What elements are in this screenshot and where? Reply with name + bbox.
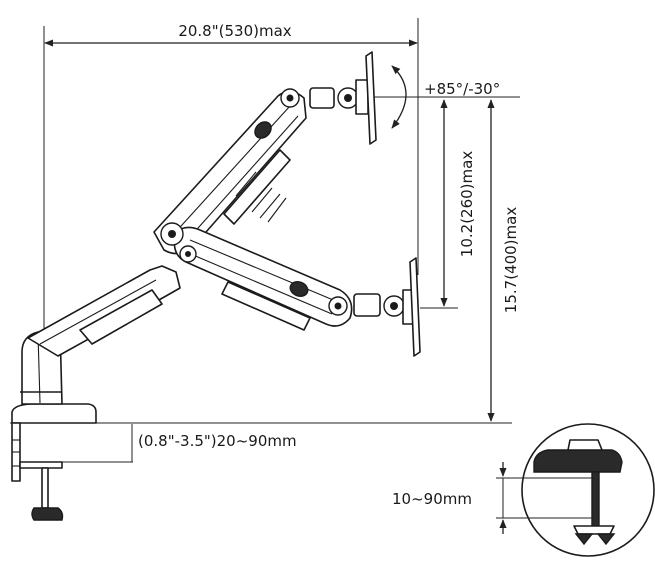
lower-fixed-arm <box>27 265 181 357</box>
height-adjust-dimension: 10.2(260)max <box>420 99 476 309</box>
clamp-range-dimension: 10~90mm <box>392 462 594 534</box>
tilt-label: +85°/-30° <box>424 80 500 98</box>
tilt-dimension: +85°/-30° <box>368 65 520 129</box>
clamp-detail-inset <box>521 423 655 557</box>
lower-gas-arm <box>173 226 353 331</box>
desk-clamp <box>11 403 97 521</box>
desk-thickness-dimension: (0.8"-3.5")20~90mm <box>30 424 297 463</box>
upper-monitor-head <box>280 51 377 145</box>
monitor-arm-illustration <box>11 51 421 521</box>
max-height-label: 15.7(400)max <box>502 207 520 314</box>
desk-thickness-label: (0.8"-3.5")20~90mm <box>138 432 297 450</box>
upper-gas-arm <box>153 90 307 255</box>
max-reach-label: 20.8"(530)max <box>178 22 291 40</box>
clamp-range-label: 10~90mm <box>392 490 472 508</box>
elbow-joint <box>160 222 197 263</box>
max-reach-dimension: 20.8"(530)max <box>43 18 419 330</box>
max-height-dimension: 15.7(400)max <box>487 99 520 422</box>
lower-monitor-head <box>328 257 421 357</box>
height-adjust-label: 10.2(260)max <box>458 151 476 258</box>
